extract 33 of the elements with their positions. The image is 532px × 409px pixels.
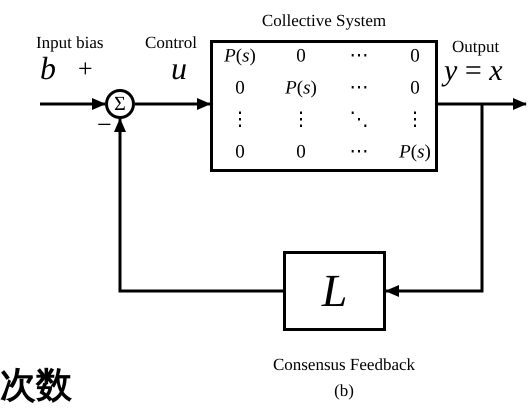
signal-label: Output (452, 38, 500, 55)
matrix-entry: P(s) (399, 142, 431, 162)
matrix-entry: 0 (410, 46, 420, 66)
matrix-entry: 0 (296, 142, 306, 162)
matrix-entry: ⋱ (350, 110, 368, 130)
arrow (40, 98, 106, 110)
matrix-entry: ⋯ (350, 46, 368, 66)
variable-label: u (171, 52, 187, 84)
matrix-entry: P(s) (224, 46, 256, 66)
summing-junction: Σ (105, 89, 135, 119)
figure-caption: (b) (333, 382, 355, 399)
matrix-entry: 0 (235, 142, 245, 162)
feedback-block: L (283, 251, 386, 331)
cropped-text: 次数 (0, 368, 72, 404)
matrix-entry: ⋮ (230, 110, 250, 130)
matrix-entry: ⋮ (292, 110, 310, 130)
matrix-entry: ⋮ (406, 110, 424, 130)
signal-label: Input bias (36, 34, 104, 51)
matrix-entry: P(s) (285, 78, 317, 98)
arrow (385, 102, 484, 297)
matrix-entry: ⋯ (350, 78, 368, 98)
matrix-entry: 0 (296, 46, 306, 66)
variable-label: y = x (444, 56, 503, 86)
signal-label: Control (145, 34, 197, 51)
matrix-entry: 0 (235, 78, 245, 98)
arrow (114, 118, 283, 292)
variable-label: b (40, 52, 56, 84)
block-caption: Consensus Feedback (272, 356, 416, 373)
matrix-entry: 0 (410, 78, 420, 98)
arrow (135, 98, 211, 110)
block-heading: Collective System (260, 12, 388, 29)
sign-label: + (78, 56, 93, 82)
matrix-entry: ⋯ (350, 142, 368, 162)
